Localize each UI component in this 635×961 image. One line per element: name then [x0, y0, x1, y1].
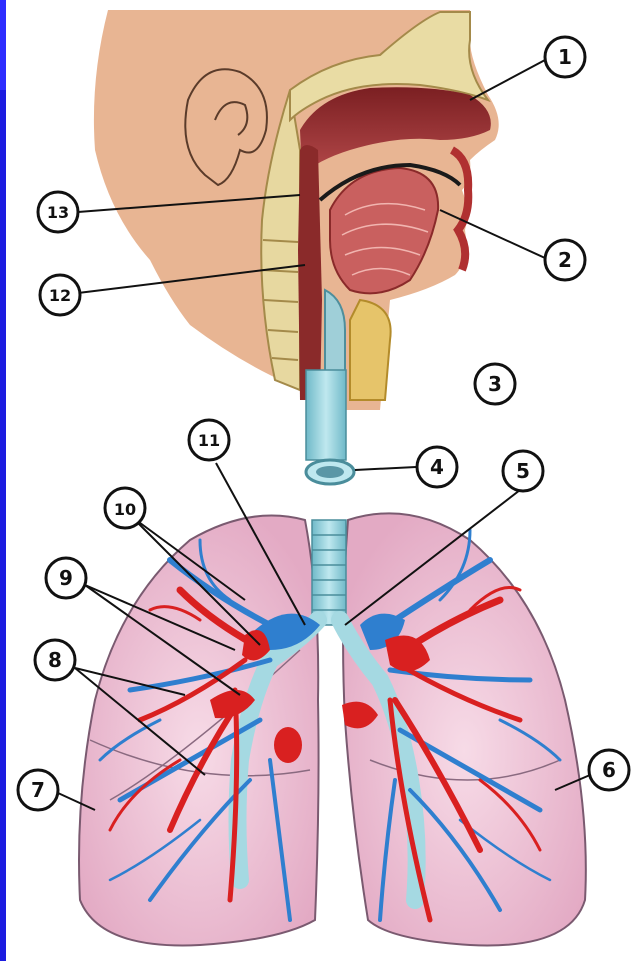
callout-6: 6: [589, 750, 629, 790]
callout-7: 7: [18, 770, 58, 810]
callout-13: 13: [38, 192, 78, 232]
callout-1: 1: [545, 37, 585, 77]
svg-text:12: 12: [49, 286, 71, 305]
upper-trachea: [306, 370, 346, 460]
callout-8: 8: [35, 640, 75, 680]
svg-text:8: 8: [48, 648, 62, 672]
svg-text:13: 13: [47, 203, 69, 222]
svg-text:10: 10: [114, 500, 136, 519]
callout-11: 11: [189, 420, 229, 460]
neck-front-tissue: [350, 300, 391, 400]
heart-vessel-stub: [274, 727, 302, 763]
callout-2: 2: [545, 240, 585, 280]
svg-text:9: 9: [59, 566, 73, 590]
lungs-section: [79, 513, 586, 945]
head-section: [94, 10, 499, 484]
svg-text:6: 6: [602, 758, 616, 782]
callout-10: 10: [105, 488, 145, 528]
svg-text:7: 7: [31, 778, 45, 802]
svg-text:5: 5: [516, 459, 530, 483]
callout-5: 5: [503, 451, 543, 491]
svg-text:1: 1: [558, 45, 572, 69]
callout-9: 9: [46, 558, 86, 598]
svg-text:2: 2: [558, 248, 572, 272]
callout-4: 4: [417, 447, 457, 487]
callout-12: 12: [40, 275, 80, 315]
callout-3: 3: [475, 364, 515, 404]
svg-text:3: 3: [488, 372, 502, 396]
svg-text:4: 4: [430, 455, 444, 479]
svg-text:11: 11: [198, 431, 220, 450]
pharynx: [298, 145, 322, 400]
